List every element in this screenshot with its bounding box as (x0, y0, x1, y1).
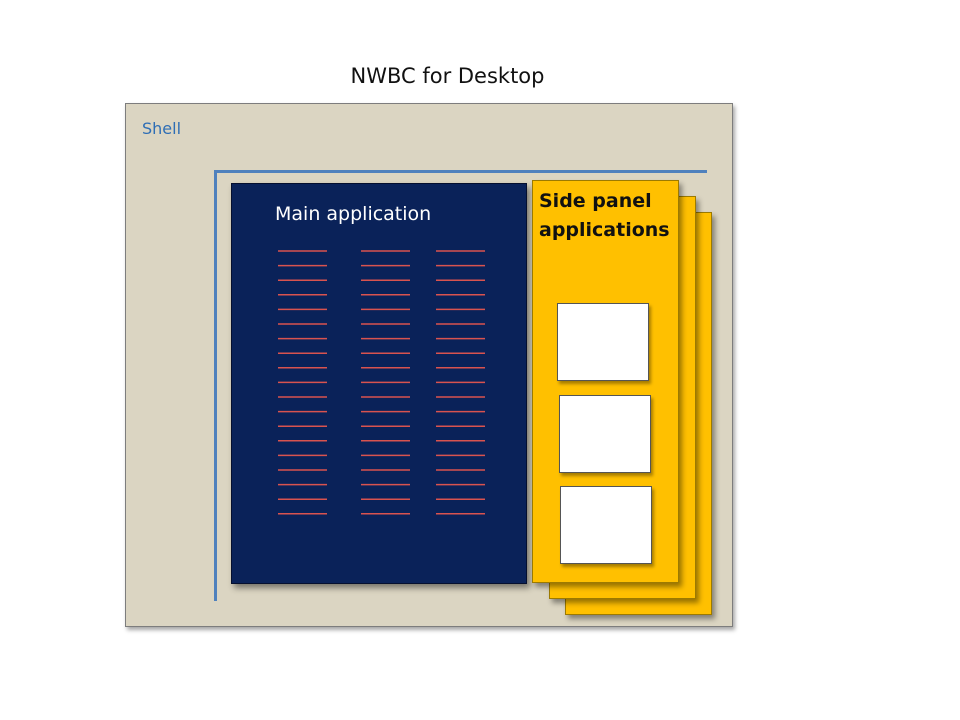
side-panel-label: Side panel applications (539, 190, 670, 241)
frame-top-line (214, 170, 707, 173)
side-panel-widget (557, 303, 649, 381)
diagram-title: NWBC for Desktop (350, 64, 545, 88)
side-panel-widget (559, 395, 651, 473)
shell-label: Shell (142, 119, 182, 138)
side-panel-card-front: Side panel applications (532, 180, 679, 583)
side-panel-widget (560, 486, 652, 564)
main-application-label: Main application (275, 203, 432, 225)
frame-left-line (214, 170, 217, 601)
main-application-placeholder-lines (278, 250, 485, 515)
main-application-panel: Main application (231, 183, 527, 584)
